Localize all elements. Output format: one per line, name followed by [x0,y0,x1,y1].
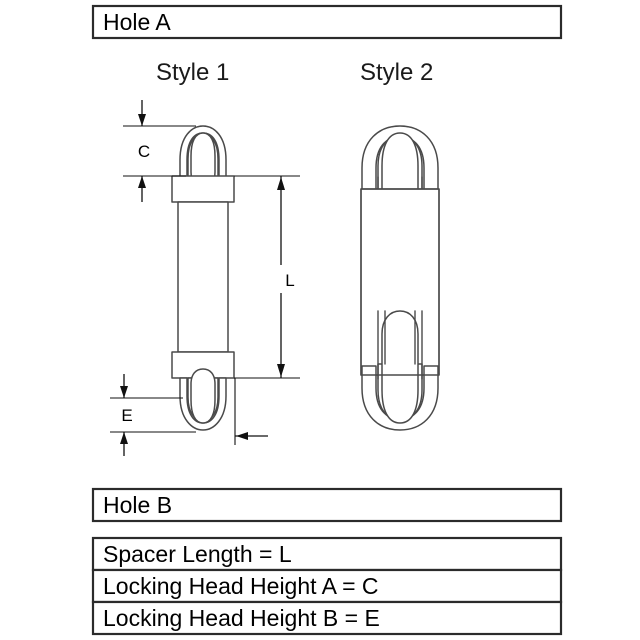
style2-bottom-head-pin [381,310,419,424]
hole-b-box [91,487,563,523]
style1-top-flange [171,175,235,203]
dim-c-arrow-bottom [138,176,146,188]
legend-row-2-label: Locking Head Height B = E [103,605,380,631]
hole-a-label: Hole A [103,9,171,35]
dim-l-arrow-bottom [277,364,285,377]
hole-a-header: Hole A [91,4,563,40]
hole-a-box [91,4,563,40]
dimension-l: L [234,175,300,379]
legend-row-1-label: Locking Head Height A = C [103,573,379,599]
dim-c-arrow-top [138,114,146,126]
style2-spacer-body-overlay [360,188,440,376]
dimension-bottom-leader [234,378,268,445]
legend-row-2-box [91,600,563,636]
dim-l-arrow-top [277,177,285,190]
dimension-c: C [123,100,196,202]
dim-bl-arrow [236,432,248,440]
legend-row-1-box [91,568,563,604]
style1-bottom-head-pin [190,368,216,424]
legend-table: Spacer Length = L Locking Head Height A … [91,536,563,636]
hole-b-header: Hole B [91,487,563,523]
style-2-part [360,125,440,431]
dim-c-label: C [138,142,150,161]
dim-e-arrow-top [120,386,128,398]
style1-bottom-head-outer [179,377,227,431]
dim-l-label: L [285,271,294,290]
dim-e-arrow-bottom [120,432,128,444]
dimension-e: E [110,374,196,456]
hole-b-label: Hole B [103,492,172,518]
style-1-label: Style 1 [156,59,229,86]
legend-row-0-label: Spacer Length = L [103,541,292,567]
style-1-part [171,125,235,431]
style-2-label: Style 2 [360,59,433,86]
style1-spacer-body [177,201,229,353]
dim-e-label: E [121,406,132,425]
legend-row-0-box [91,536,563,572]
